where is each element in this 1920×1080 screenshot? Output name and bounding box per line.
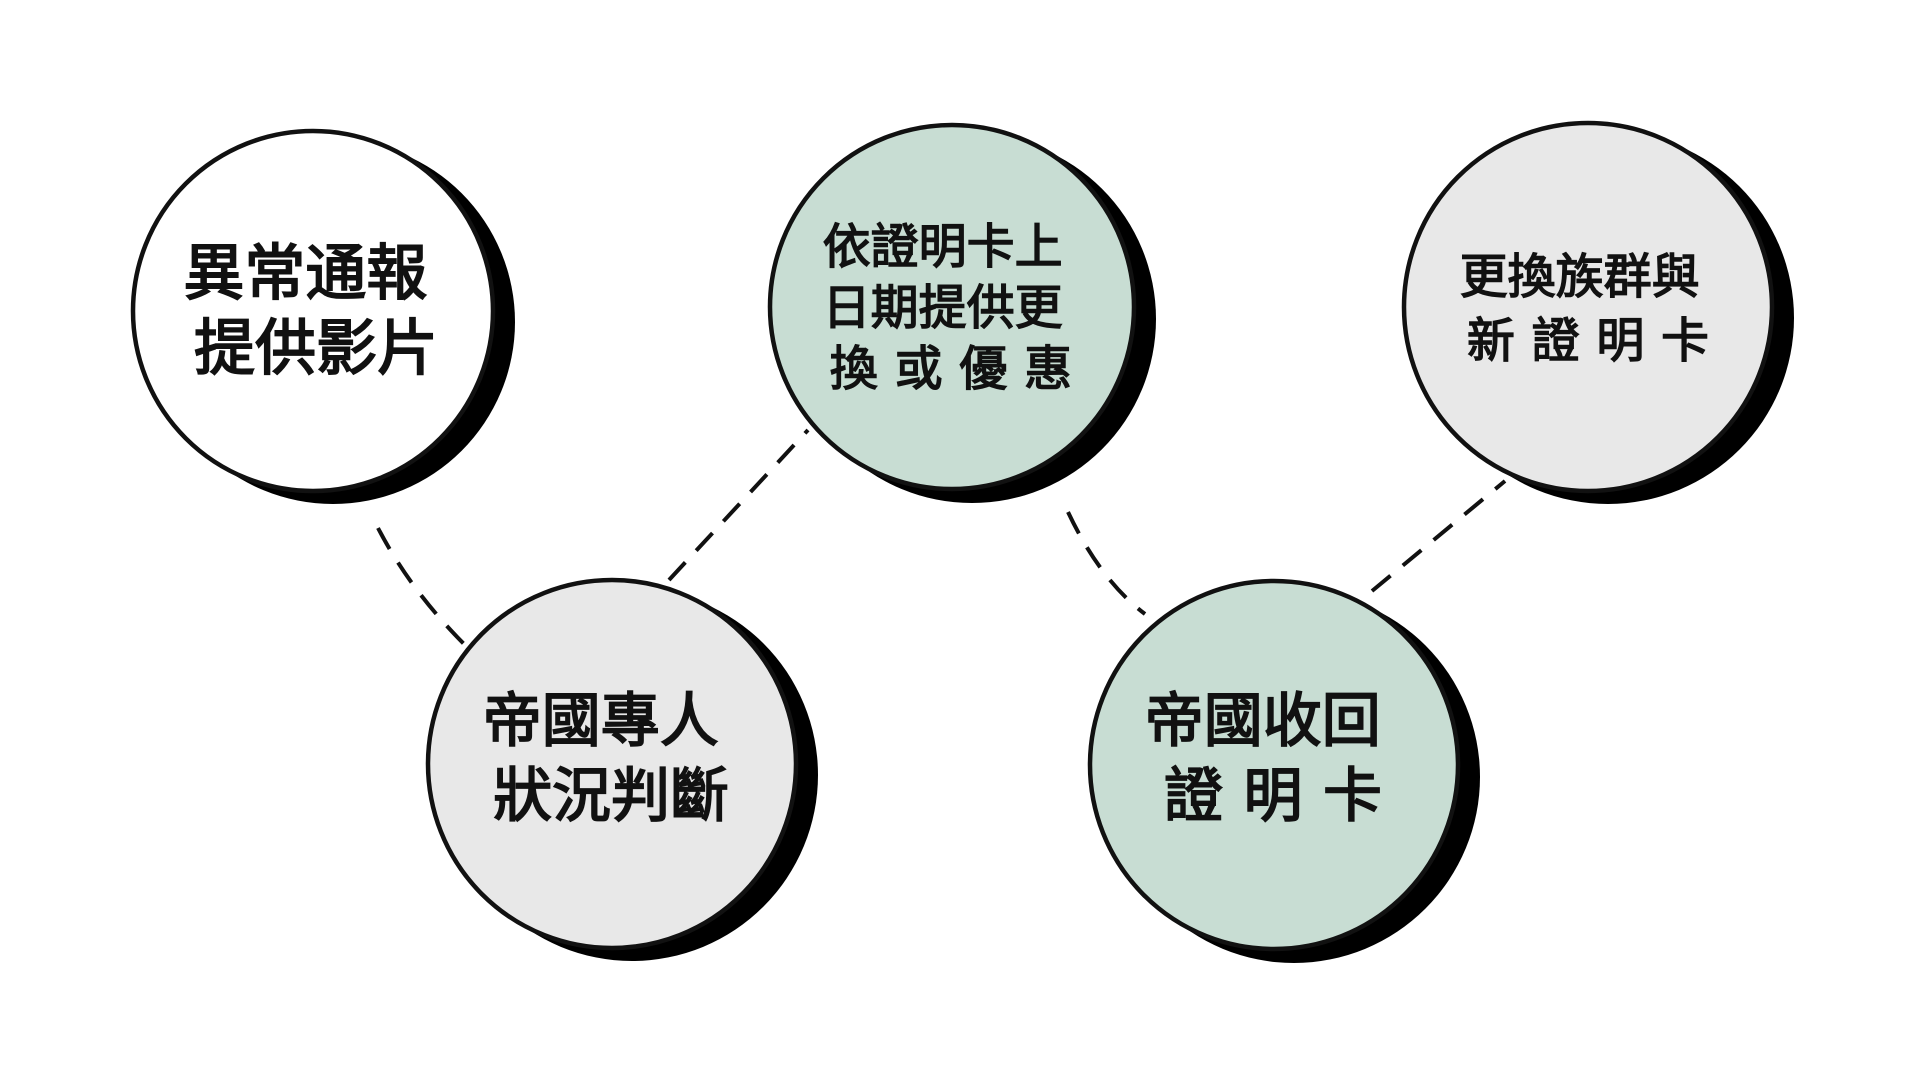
node-label: 異常通報 提供影片 bbox=[183, 238, 448, 384]
node-exchange: 依證明卡上 日期提供更 換 或 優 惠 bbox=[767, 122, 1156, 503]
node-label: 依證明卡上 日期提供更 換 或 優 惠 bbox=[823, 219, 1080, 397]
node-circle bbox=[767, 122, 1137, 492]
node-judge: 帝國專人 狀況判斷 bbox=[425, 577, 818, 961]
connector-judge-to-exchange bbox=[667, 428, 810, 582]
node-replace: 更換族群與 新 證 明 卡 bbox=[1401, 120, 1794, 504]
connector-recall-to-replace bbox=[1370, 479, 1507, 593]
node-circle bbox=[425, 577, 799, 951]
node-circle bbox=[130, 128, 496, 494]
node-recall: 帝國收回 證 明 卡 bbox=[1087, 578, 1480, 963]
node-label: 帝國專人 狀況判斷 bbox=[483, 686, 740, 830]
node-circle bbox=[1401, 120, 1775, 494]
node-report: 異常通報 提供影片 bbox=[130, 128, 515, 504]
node-label: 更換族群與 新 證 明 卡 bbox=[1460, 249, 1717, 369]
node-circle bbox=[1087, 578, 1461, 952]
node-label: 帝國收回 證 明 卡 bbox=[1145, 686, 1402, 830]
connector-exchange-to-recall bbox=[1066, 511, 1147, 616]
connector-report-to-judge bbox=[376, 527, 467, 647]
